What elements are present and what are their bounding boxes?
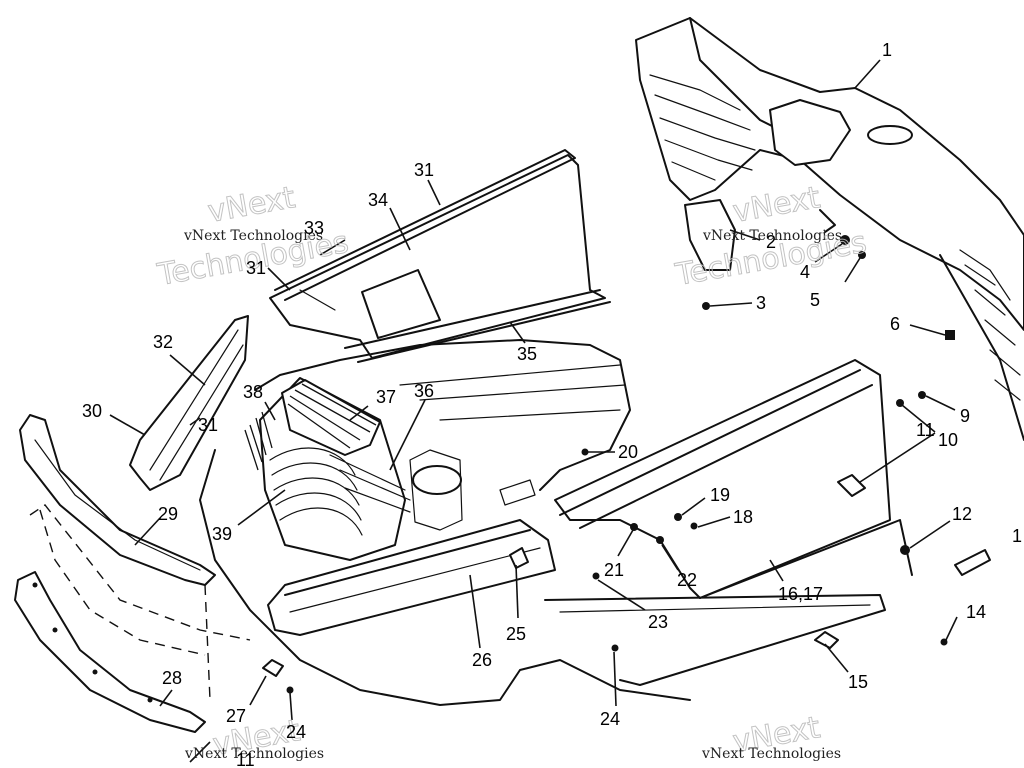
- callout-19: 19: [710, 485, 730, 505]
- callout-2: 2: [766, 232, 776, 252]
- callout-37: 37: [376, 387, 396, 407]
- callout-31-side: 31: [198, 415, 218, 435]
- callout-38: 38: [243, 382, 263, 402]
- callout-1: 1: [882, 40, 892, 60]
- callout-16-17: 16,17: [778, 584, 823, 604]
- svg-text:vNext: vNext: [205, 180, 298, 230]
- bumper-ghost-outline: [29, 504, 251, 701]
- callout-21: 21: [604, 560, 624, 580]
- callout-11: 11: [916, 420, 935, 440]
- callout-28: 28: [162, 668, 182, 688]
- callout-33: 33: [304, 218, 324, 238]
- callout-26: 26: [472, 650, 492, 670]
- callout-13: 1: [1012, 526, 1022, 546]
- callout-12: 12: [952, 504, 972, 524]
- callout-31-left: 31: [246, 258, 266, 278]
- belly-pan: [199, 339, 691, 706]
- callout-32: 32: [153, 332, 173, 352]
- callout-24-right: 24: [600, 709, 620, 729]
- leader-lines: [109, 59, 958, 763]
- svg-text:vNext Technologies: vNext Technologies: [184, 746, 324, 762]
- callout-9: 9: [960, 406, 970, 426]
- lower-skid-part-15: [544, 594, 886, 686]
- callout-labels: 1 2 3 4 5 6 9 10 11 12 1 14 15 16,17 18 …: [82, 40, 1022, 768]
- callout-10: 10: [938, 430, 958, 450]
- callout-5: 5: [810, 290, 820, 310]
- callout-36: 36: [414, 381, 434, 401]
- watermark-3: vNext vNext Technologies: [184, 713, 324, 764]
- callout-25: 25: [506, 624, 526, 644]
- callout-3: 3: [756, 293, 766, 313]
- watermark-4: vNext vNext Technologies: [701, 710, 841, 762]
- callout-34: 34: [368, 190, 388, 210]
- callout-27: 27: [226, 706, 246, 726]
- hardware-fasteners: [262, 235, 991, 694]
- hood-part-1: [635, 17, 1024, 441]
- callout-35: 35: [517, 344, 537, 364]
- left-rail-part-26: [267, 519, 556, 636]
- callout-24-left: 24: [286, 722, 306, 742]
- svg-text:vNext Technologies: vNext Technologies: [701, 746, 841, 762]
- side-trim-part-32: [129, 315, 249, 491]
- callout-18: 18: [733, 507, 753, 527]
- callout-23: 23: [648, 612, 668, 632]
- bumper-part-30-29: [19, 414, 216, 586]
- callout-39: 39: [212, 524, 232, 544]
- callout-30: 30: [82, 401, 102, 421]
- svg-text:vNext Technologies: vNext Technologies: [702, 228, 842, 244]
- side-panel-part-16-17: [554, 359, 913, 599]
- svg-text:vNext: vNext: [730, 180, 823, 230]
- callout-11-bottom: 11: [236, 750, 255, 768]
- callout-29: 29: [158, 504, 178, 524]
- lower-bumper-part-28: [14, 571, 206, 733]
- callout-20: 20: [618, 442, 638, 462]
- callout-4: 4: [800, 262, 810, 282]
- callout-14: 14: [966, 602, 986, 622]
- callout-22: 22: [677, 570, 697, 590]
- callout-31-top: 31: [414, 160, 434, 180]
- callout-6: 6: [890, 314, 900, 334]
- grille-part-37-38-39: [244, 377, 411, 561]
- svg-text:vNext Technologies: vNext Technologies: [183, 228, 323, 244]
- callout-15: 15: [848, 672, 868, 692]
- windshield-panel-31-34: [269, 149, 611, 363]
